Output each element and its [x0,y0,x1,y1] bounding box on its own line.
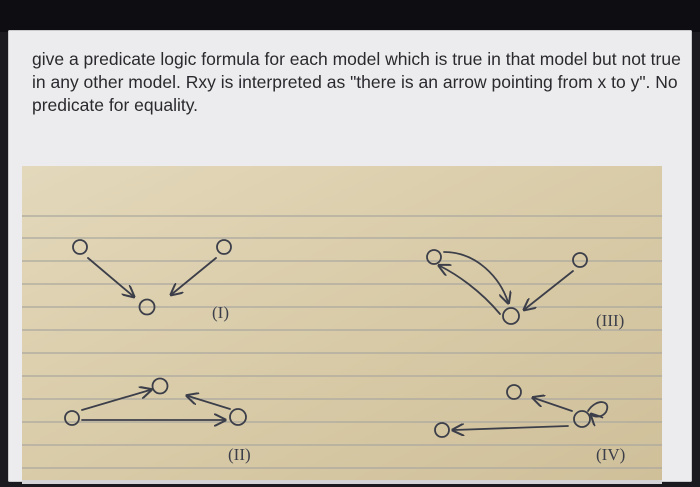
model-3-node-c [572,252,588,268]
model-3-graph [426,249,588,325]
model-4-graph [434,384,609,438]
handwritten-diagram-photo: (I) (II) (III) (IV) [22,166,662,480]
model-3-arrow-b-to-a [440,266,501,315]
question-text: give a predicate logic formula for each … [32,49,681,115]
model-4-arrow-c-to-a [454,426,569,430]
photo-bottom-margin [22,480,662,484]
model-4-node-a [434,422,450,438]
paper-background [22,166,662,480]
model-1-arrow-a-to-b [87,257,133,296]
diagram-canvas: (I) (II) (III) (IV) [22,166,662,480]
model-1-node-a [72,239,88,255]
model-2-arrow-c-to-b [188,396,231,410]
model-2-graph [64,377,247,426]
model-3-arrow-c-to-b [525,270,574,309]
ruled-lines [22,215,662,469]
model-3-label: (III) [596,311,624,330]
screen-top-bezel [0,0,700,32]
model-3-node-b [502,307,520,325]
model-4-self-loop-c [587,401,609,416]
model-2-node-c [229,408,247,426]
model-3-arrow-a-to-b [443,251,508,302]
model-3-node-a [426,249,442,265]
model-1-graph [72,239,232,316]
model-2-node-a [64,410,80,426]
model-1-label: (I) [212,303,229,322]
model-4-node-b [506,384,522,400]
model-1-node-c [216,239,232,255]
model-4-arrow-c-to-b [534,398,573,412]
model-1-node-b [138,298,156,316]
model-2-label: (II) [228,445,251,464]
model-1-arrow-c-to-b [172,257,217,294]
model-2-arrow-a-to-b [81,390,150,411]
model-4-label: (IV) [596,445,625,464]
